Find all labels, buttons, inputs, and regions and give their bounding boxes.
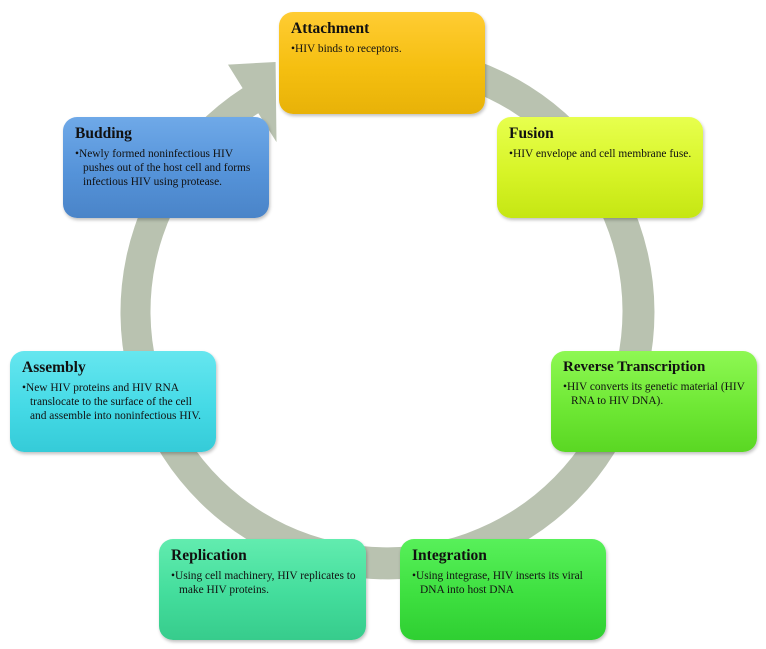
stage-desc-assembly: •New HIV proteins and HIV RNA translocat… — [22, 381, 201, 422]
stage-fusion: Fusion •HIV envelope and cell membrane f… — [497, 117, 703, 218]
stage-desc-fusion: •HIV envelope and cell membrane fuse. — [509, 147, 692, 160]
stage-desc-replication: •Using cell machinery, HIV replicates to… — [171, 569, 356, 596]
stage-assembly: Assembly •New HIV proteins and HIV RNA t… — [10, 351, 216, 452]
stage-title-attachment: Attachment — [291, 20, 370, 37]
stage-attachment: Attachment •HIV binds to receptors. — [279, 12, 485, 114]
stage-reverse-transcription: Reverse Transcription •HIV converts its … — [551, 351, 757, 452]
stage-title-replication: Replication — [171, 547, 247, 564]
stage-desc-integration: •Using integrase, HIV inserts its viral … — [412, 569, 583, 596]
stage-title-integration: Integration — [412, 547, 487, 564]
stage-title-budding: Budding — [75, 125, 132, 142]
stage-title-assembly: Assembly — [22, 359, 86, 376]
stage-title-fusion: Fusion — [509, 125, 554, 142]
stage-budding: Budding •Newly formed noninfectious HIV … — [63, 117, 269, 218]
stage-desc-reverse-transcription: •HIV converts its genetic material (HIV … — [563, 381, 745, 408]
stage-replication: Replication •Using cell machinery, HIV r… — [159, 539, 366, 640]
stage-title-reverse-transcription: Reverse Transcription — [563, 359, 706, 375]
stage-desc-budding: •Newly formed noninfectious HIV pushes o… — [75, 147, 251, 188]
stage-integration: Integration •Using integrase, HIV insert… — [400, 539, 606, 640]
stage-desc-attachment: •HIV binds to receptors. — [291, 42, 402, 55]
